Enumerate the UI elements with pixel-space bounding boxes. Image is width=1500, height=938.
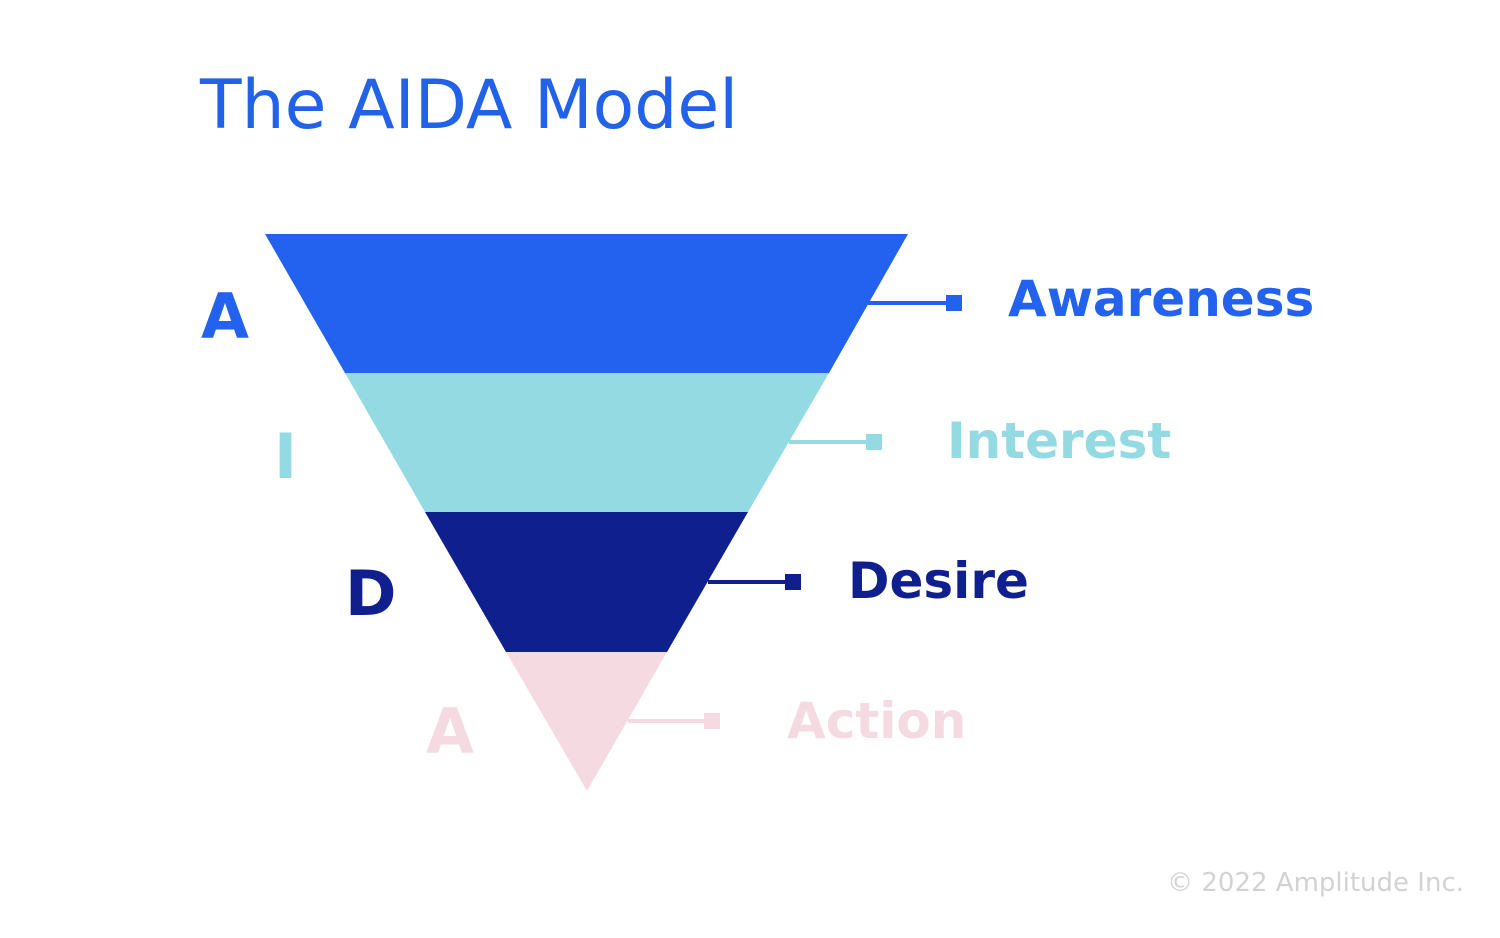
stage-label-awareness: Awareness [1008, 270, 1314, 328]
stage-label-desire: Desire [848, 552, 1029, 610]
stage-label-interest: Interest [947, 412, 1171, 470]
copyright-notice: © 2022 Amplitude Inc. [1167, 868, 1464, 898]
connector-end-interest [866, 434, 882, 450]
funnel-segment-interest [345, 373, 829, 512]
stage-letter-desire: D [345, 557, 396, 630]
connector-end-awareness [946, 295, 962, 311]
funnel-segment-action [506, 652, 667, 791]
funnel-segment-awareness [265, 234, 908, 373]
stage-letter-action: A [426, 695, 474, 768]
page-title: The AIDA Model [200, 66, 739, 145]
connector-end-action [704, 713, 720, 729]
stage-letter-awareness: A [201, 280, 249, 353]
stage-letter-interest: I [274, 420, 297, 493]
funnel-segment-desire [425, 512, 748, 652]
stage-label-action: Action [787, 692, 966, 750]
connector-end-desire [785, 574, 801, 590]
